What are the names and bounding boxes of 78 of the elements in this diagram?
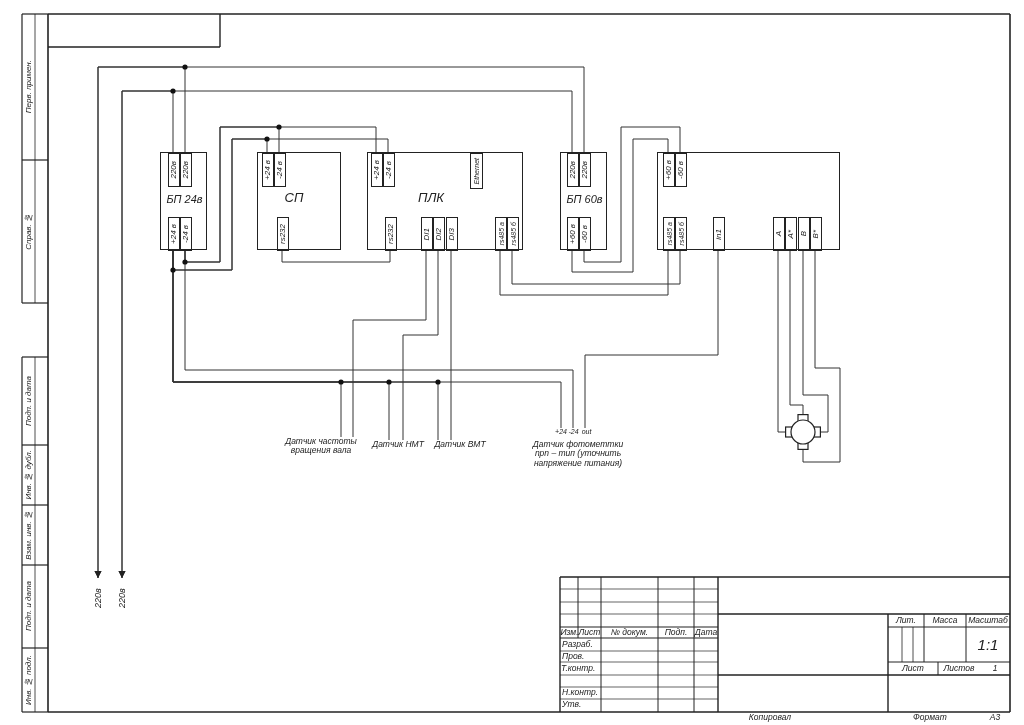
wire — [281, 249, 391, 263]
terminal-box: 220в — [567, 153, 579, 187]
margin-label: Подп. и дата — [22, 374, 34, 429]
table-cell-text: Листов — [942, 663, 976, 675]
sensor-label: Датчик ВМТ — [432, 440, 488, 454]
terminal-box: -24 в — [383, 153, 395, 187]
device-box — [257, 152, 341, 250]
sensor-label: Датчик частоты вращения вала — [283, 437, 359, 463]
terminal-box: 220в — [579, 153, 591, 187]
device-name: БП 60в — [563, 193, 606, 206]
device-name: БП 24в — [163, 193, 206, 206]
wire — [802, 249, 829, 433]
terminal-box: DI2 — [433, 217, 445, 251]
supply-label: 220в — [91, 578, 105, 608]
table-cell-text: Утв. — [562, 699, 583, 711]
table-cell-text: Разраб. — [562, 638, 594, 651]
footer-text: Копировал — [747, 712, 793, 724]
terminal-box: in1 — [713, 217, 725, 251]
terminal-box: -60 в — [579, 217, 591, 251]
terminal-box: -24 в — [180, 217, 192, 251]
terminal-box: A — [773, 217, 785, 251]
wire — [583, 126, 681, 263]
table-cell-text: Изм. — [561, 627, 578, 638]
sensor-label: Датчик НМТ — [368, 440, 428, 454]
terminal-box: DI1 — [421, 217, 433, 251]
terminal-box: DI3 — [446, 217, 458, 251]
terminal-box: rs232 — [385, 217, 397, 251]
terminal-box: rs232 — [277, 217, 289, 251]
wire — [571, 138, 669, 273]
wire — [802, 249, 841, 463]
terminal-box: +24 в — [371, 153, 383, 187]
footer-text: А3 — [988, 712, 1002, 724]
table-cell-text: Масштаб — [967, 615, 1009, 627]
table-cell-text: Т.контр. — [561, 662, 597, 675]
supply-label: 220в — [115, 578, 129, 608]
wire — [777, 249, 786, 433]
terminal-box: B* — [810, 217, 822, 251]
terminal-box: 220в — [168, 153, 180, 187]
scale-value: 1:1 — [976, 634, 1000, 655]
wire — [352, 249, 427, 438]
device-box — [560, 152, 607, 250]
sensor-label: Датчик фотометтки npn – тип (уточнить напряжение питания) — [525, 440, 631, 490]
wire — [402, 249, 439, 441]
terminal-box: A* — [785, 217, 797, 251]
terminal-box: +24 в — [262, 153, 274, 187]
footer-text: Формат — [912, 712, 948, 724]
table-cell-text: № докум. — [609, 627, 650, 638]
terminal-box: B — [798, 217, 810, 251]
device-box — [657, 152, 840, 250]
table-cell-text: 1 — [991, 663, 999, 675]
margin-label: Инв. № подл. — [22, 654, 34, 707]
margin-label: Инв. № дубл. — [22, 449, 34, 502]
table-cell-text: Лист — [578, 627, 601, 638]
terminal-box: -60 в — [675, 153, 687, 187]
table-cell-text: Пров. — [562, 651, 586, 662]
margin-label: Взам. инв. № — [22, 509, 34, 562]
table-cell-text: Лит. — [894, 615, 917, 627]
margin-label: Справ. № — [22, 212, 34, 252]
device-box — [160, 152, 207, 250]
table-cell-text: Н.контр. — [562, 687, 599, 699]
terminal-box: 220в — [180, 153, 192, 187]
wire — [511, 249, 681, 285]
motor-symbol — [785, 414, 821, 450]
table-cell-text: Масса — [931, 615, 959, 627]
wire — [789, 249, 804, 415]
margin-label: Перв. примен. — [22, 59, 34, 116]
terminal-box: +60 в — [567, 217, 579, 251]
margin-label: Подп. и дата — [22, 580, 34, 634]
table-cell-text: Дата — [694, 627, 718, 638]
device-box — [367, 152, 523, 250]
terminal-box: -24 в — [274, 153, 286, 187]
terminal-box: +24 в — [168, 217, 180, 251]
wire — [450, 249, 452, 441]
wire — [584, 249, 719, 429]
wire — [499, 249, 669, 296]
table-cell-text: Лист — [900, 663, 925, 675]
terminal-box: +60 в — [663, 153, 675, 187]
table-cell-text: Подп. — [663, 627, 689, 638]
